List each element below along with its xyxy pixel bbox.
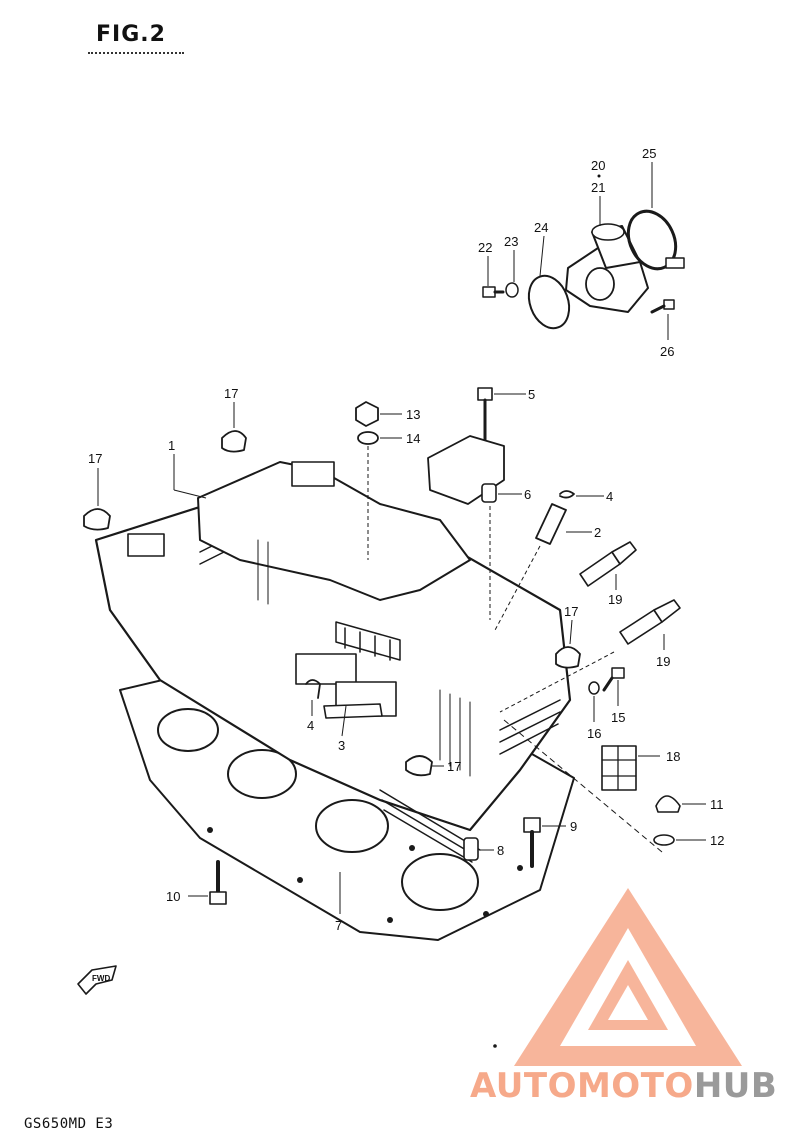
callout-4b: 4 — [606, 489, 613, 504]
callout-21: 21 — [591, 180, 605, 195]
cam-end-cap-17d — [405, 755, 433, 777]
callout-12: 12 — [710, 833, 724, 848]
callout-11: 11 — [710, 797, 724, 812]
fwd-direction-marker: FWD — [77, 965, 117, 995]
clip-4-head — [305, 679, 321, 699]
cam-end-cap-17c — [555, 646, 581, 669]
gasket-bores — [157, 708, 479, 911]
callout-14: 14 — [406, 431, 420, 446]
callout-19b: 19 — [656, 654, 670, 669]
o-ring-24 — [527, 274, 571, 330]
callout-22: 22 — [478, 240, 492, 255]
callout-7: 7 — [335, 918, 342, 933]
figure-title: FIG.2 — [96, 22, 166, 47]
callout-17a: 17 — [224, 386, 238, 401]
callout-25: 25 — [642, 146, 656, 161]
intake-adapter-group — [482, 209, 685, 330]
watermark-logo — [514, 888, 742, 1066]
callout-8: 8 — [497, 843, 504, 858]
gasket-holes — [207, 827, 523, 923]
cam-end-cap-17a — [221, 430, 247, 453]
washer-16 — [588, 681, 600, 695]
dowel-6 — [481, 483, 497, 503]
head-hatching — [257, 539, 471, 777]
callout-17b: 17 — [88, 451, 102, 466]
callout-16: 16 — [587, 726, 601, 741]
watermark-part-1: AUTOMOTO — [470, 1066, 694, 1106]
callout-5: 5 — [528, 387, 535, 402]
clamp-25 — [626, 209, 685, 271]
clip-4 — [559, 490, 575, 499]
valve-3 — [323, 703, 383, 719]
cam-end-cap-17b — [83, 508, 111, 531]
cylinder-head-assembly — [94, 461, 575, 941]
model-code: GS650MD E3 — [24, 1116, 114, 1132]
stud-bolt-10 — [209, 860, 227, 905]
callout-24: 24 — [534, 220, 548, 235]
cap-nut-11 — [655, 795, 681, 813]
callout-1: 1 — [168, 438, 175, 453]
callout-9: 9 — [570, 819, 577, 834]
watermark-text: AUTOMOTOHUB — [470, 1066, 777, 1106]
spark-plug-19b — [619, 599, 681, 645]
callout-23: 23 — [504, 234, 518, 249]
cushion-18 — [601, 745, 637, 791]
callout-4a: 4 — [307, 718, 314, 733]
title-underline — [88, 52, 184, 54]
washer-14 — [357, 431, 379, 445]
callout-17c: 17 — [564, 604, 578, 619]
bolt-5 — [477, 387, 493, 442]
washer-23 — [505, 282, 519, 298]
callouts: 1 2 3 4 4 5 6 7 8 9 10 11 12 13 14 15 16 — [88, 146, 724, 933]
intake-pipe-21 — [565, 223, 649, 313]
callout-13: 13 — [406, 407, 420, 422]
washer-12 — [653, 834, 675, 846]
cap-nut-13 — [355, 401, 379, 427]
callout-26: 26 — [660, 344, 674, 359]
dowel-8 — [463, 837, 479, 861]
callout-3: 3 — [338, 738, 345, 753]
callout-6: 6 — [524, 487, 531, 502]
bolt-9 — [523, 817, 541, 868]
fwd-label: FWD — [92, 974, 110, 983]
callout-19a: 19 — [608, 592, 622, 607]
valve-springs — [335, 621, 401, 661]
callout-18: 18 — [666, 749, 680, 764]
bolt-22 — [482, 286, 505, 298]
bolt-15 — [602, 667, 625, 692]
callout-15: 15 — [611, 710, 625, 725]
callout-10: 10 — [166, 889, 180, 904]
watermark-part-2: HUB — [693, 1066, 778, 1106]
screw-26 — [650, 299, 675, 314]
spark-plug-19a — [579, 541, 637, 587]
tensioner-2 — [535, 503, 567, 545]
stray-mark — [493, 1044, 497, 1048]
callout-2: 2 — [594, 525, 601, 540]
callout-20: 20 — [591, 158, 605, 173]
callout-17d: 17 — [447, 759, 461, 774]
